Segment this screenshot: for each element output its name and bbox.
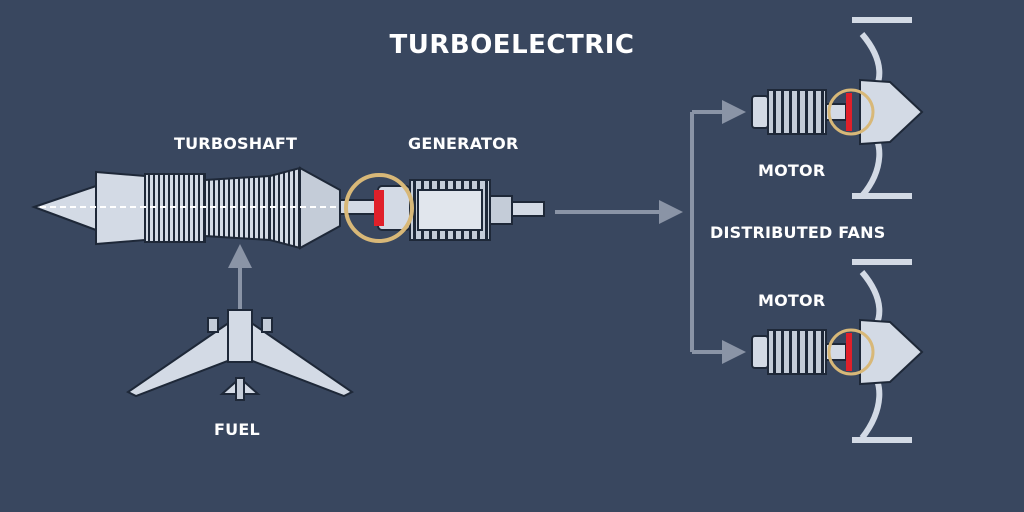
motor-top-label: MOTOR: [758, 161, 826, 180]
ducted-fan-icon: [852, 259, 924, 443]
fuel-label: FUEL: [214, 420, 260, 439]
motor-bottom-label: MOTOR: [758, 291, 826, 310]
flow-arrows: [228, 100, 746, 364]
turboshaft-label: TURBOSHAFT: [174, 134, 298, 153]
ducted-fan-icon: [852, 17, 924, 199]
distributed-fans-label: DISTRIBUTED FANS: [710, 223, 886, 242]
electric-motor-icon: [751, 89, 852, 135]
diagram-title: TURBOELECTRIC: [389, 30, 635, 60]
turboshaft-engine-icon: [31, 166, 381, 250]
generator-label: GENERATOR: [408, 134, 519, 153]
generator-highlight-ring: [344, 173, 414, 243]
electric-motor-icon: [751, 329, 852, 375]
bottom-motor-highlight-ring: [827, 328, 875, 376]
aircraft-fuel-icon: [126, 309, 354, 401]
generator-icon: [374, 179, 545, 241]
top-motor-highlight-ring: [827, 88, 875, 136]
